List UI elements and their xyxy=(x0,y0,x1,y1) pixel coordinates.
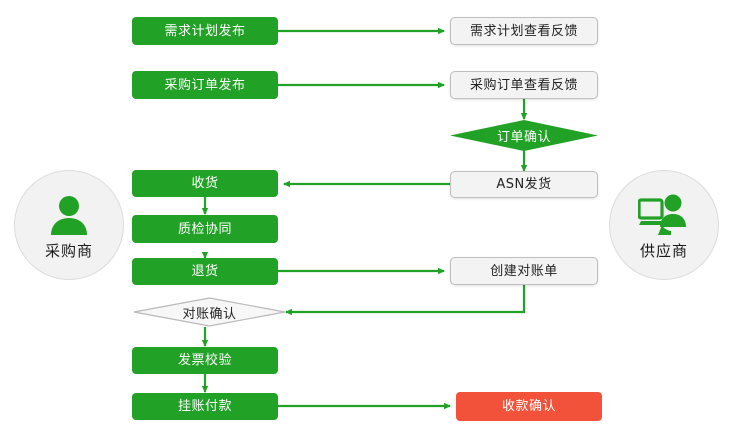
edge-statement-to-confirm xyxy=(285,285,526,316)
node-purchase-order-feedback[interactable]: 采购订单查看反馈 xyxy=(450,71,598,99)
node-purchase-order-publish[interactable]: 采购订单发布 xyxy=(132,71,278,99)
node-quality-collab[interactable]: 质检协同 xyxy=(132,215,278,243)
actor-buyer[interactable]: 采购商 xyxy=(14,170,124,280)
node-return-goods[interactable]: 退货 xyxy=(132,258,278,285)
actor-supplier-label: 供应商 xyxy=(639,241,688,260)
node-demand-plan-feedback[interactable]: 需求计划查看反馈 xyxy=(450,17,598,45)
node-demand-plan-publish[interactable]: 需求计划发布 xyxy=(132,17,278,45)
node-asn-shipment[interactable]: ASN发货 xyxy=(450,171,598,198)
node-order-confirm-label: 订单确认 xyxy=(496,130,551,145)
person-at-computer-icon xyxy=(638,190,690,238)
node-statement-confirm-label: 对账确认 xyxy=(182,306,237,322)
node-payment-receipt-confirm[interactable]: 收款确认 xyxy=(456,392,602,421)
diamond-shape-white xyxy=(133,297,286,327)
node-create-statement[interactable]: 创建对账单 xyxy=(450,257,598,285)
actor-buyer-label: 采购商 xyxy=(44,241,93,260)
node-receive-goods[interactable]: 收货 xyxy=(132,170,278,197)
node-statement-confirm[interactable]: 对账确认 xyxy=(133,297,286,327)
node-payment-posting[interactable]: 挂账付款 xyxy=(132,393,278,420)
person-icon xyxy=(43,190,95,238)
node-invoice-verify[interactable]: 发票校验 xyxy=(132,347,278,374)
node-order-confirm[interactable]: 订单确认 xyxy=(450,120,598,151)
actor-supplier[interactable]: 供应商 xyxy=(609,170,719,280)
diamond-shape-green xyxy=(450,120,598,151)
